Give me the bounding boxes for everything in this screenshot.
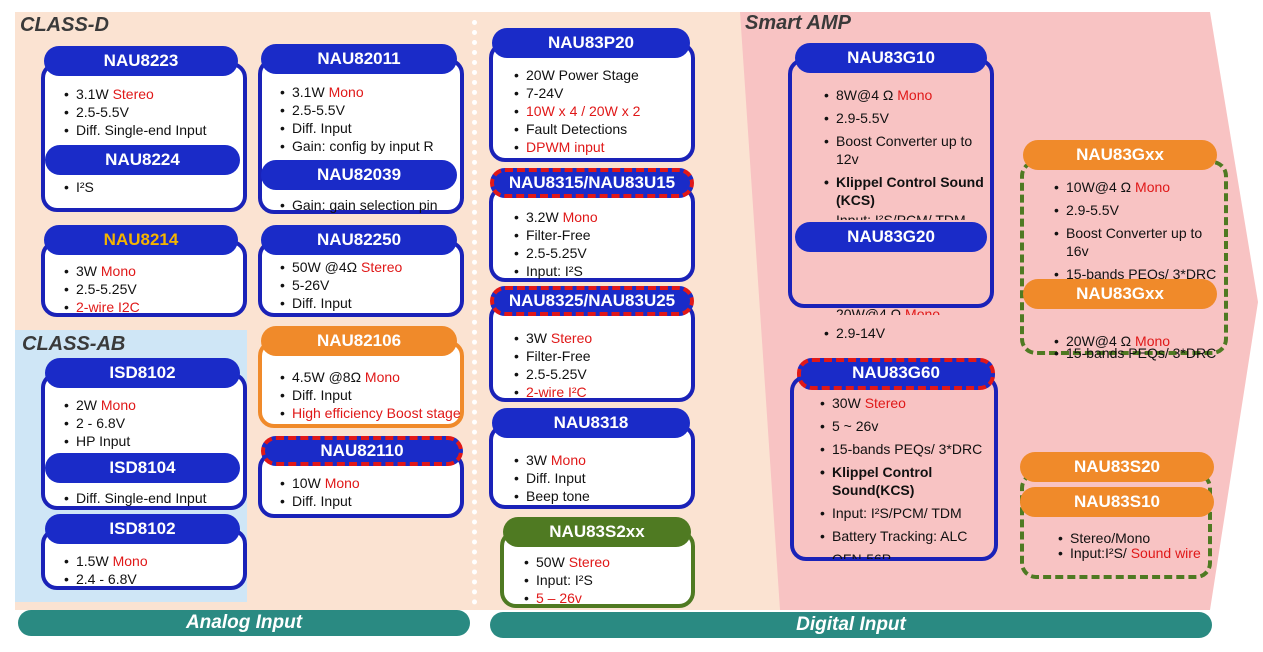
isd8104-title: ISD8104 [45,453,240,483]
nau83gxx-a-specs: 10W@4 Ω Mono 2.9-5.5V Boost Converter up… [1052,178,1226,283]
nau83g60-title: NAU83G60 [797,358,995,390]
digital-input-bar: Digital Input [490,612,1212,638]
nau83gxx-a-title: NAU83Gxx [1023,140,1217,170]
nau83g20-specs: 20W@4 Ω Mono 2.9-14V [822,306,940,342]
nau8223-specs: 3.1W Stereo 2.5-5.5V Diff. Single-end In… [62,85,206,139]
nau83g10-title: NAU83G10 [795,43,987,73]
nau82250-title: NAU82250 [261,225,457,255]
nau82110-specs: 10W Mono Diff. Input [278,474,360,510]
nau83s2xx-specs: 50W Stereo Input: I²S 5 – 26v [522,553,610,607]
isd8102a-specs: 2W Mono 2 - 6.8V HP Input [62,396,136,450]
nau8318-card [489,424,695,509]
nau83g10-specs: 8W@4 Ω Mono 2.9-5.5V Boost Converter up … [822,86,996,220]
nau83s10-specs: Stereo/Mono Input:I²S/ Sound wire [1056,531,1220,562]
peach-slant [740,12,780,610]
nau83p20-title: NAU83P20 [492,28,690,58]
nau83g20-title: NAU83G20 [795,222,987,252]
nau82106-specs: 4.5W @8Ω Mono Diff. Input High efficienc… [278,368,461,422]
nau82011-specs: 3.1W Mono 2.5-5.5V Diff. Input Gain: con… [278,83,434,155]
nau83g60-specs: 30W Stereo 5 ~ 26v 15-bands PEQs/ 3*DRC … [818,394,1002,559]
nau8223-title: NAU8223 [44,46,238,76]
nau8224-title: NAU8224 [45,145,240,175]
nau83s10-title: NAU83S10 [1020,487,1214,517]
nau8318-title: NAU8318 [492,408,690,438]
smart-amp-title: Smart AMP [745,12,851,34]
nau82039-title: NAU82039 [261,160,457,190]
nau8224-specs: I²S [62,178,94,196]
nau8315-specs: 3.2W Mono Filter-Free 2.5-5.25V Input: I… [512,208,598,280]
isd8102a-title: ISD8102 [45,358,240,388]
nau82011-title: NAU82011 [261,44,457,74]
isd8104-specs: Diff. Single-end Input [62,489,206,507]
nau82250-specs: 50W @4Ω Stereo 5-26V Diff. Input [278,258,402,312]
nau82106-title: NAU82106 [261,326,457,356]
nau83p20-specs: 20W Power Stage 7-24V 10W x 4 / 20W x 2 … [512,66,640,156]
nau83s20-title: NAU83S20 [1020,452,1214,482]
nau82039-specs: Gain: gain selection pin [278,196,438,214]
nau8214-title: NAU8214 [44,225,238,255]
nau82110-title: NAU82110 [261,436,463,466]
nau83gxx-b-specs: 20W@4 Ω Mono 15-bands PEQs/ 3*DRC [1052,332,1236,362]
divider-dots [472,20,477,605]
nau83s2xx-title: NAU83S2xx [503,517,691,547]
nau8318-specs: 3W Mono Diff. Input Beep tone [512,451,590,505]
nau8214-specs: 3W Mono 2.5-5.25V 2-wire I2C [62,262,140,316]
analog-input-bar: Analog Input [18,610,470,636]
class-ab-title: CLASS-AB [22,333,126,355]
class-d-title: CLASS-D [20,14,109,36]
isd8102b-specs: 1.5W Mono 2.4 - 6.8V [62,552,148,588]
nau8315-title: NAU8315/NAU83U15 [490,168,694,198]
nau8325-title: NAU8325/NAU83U25 [490,286,694,316]
isd8102b-title: ISD8102 [45,514,240,544]
nau83gxx-b-title: NAU83Gxx [1023,279,1217,309]
nau8325-specs: 3W Stereo Filter-Free 2.5-5.25V 2-wire I… [512,329,592,401]
